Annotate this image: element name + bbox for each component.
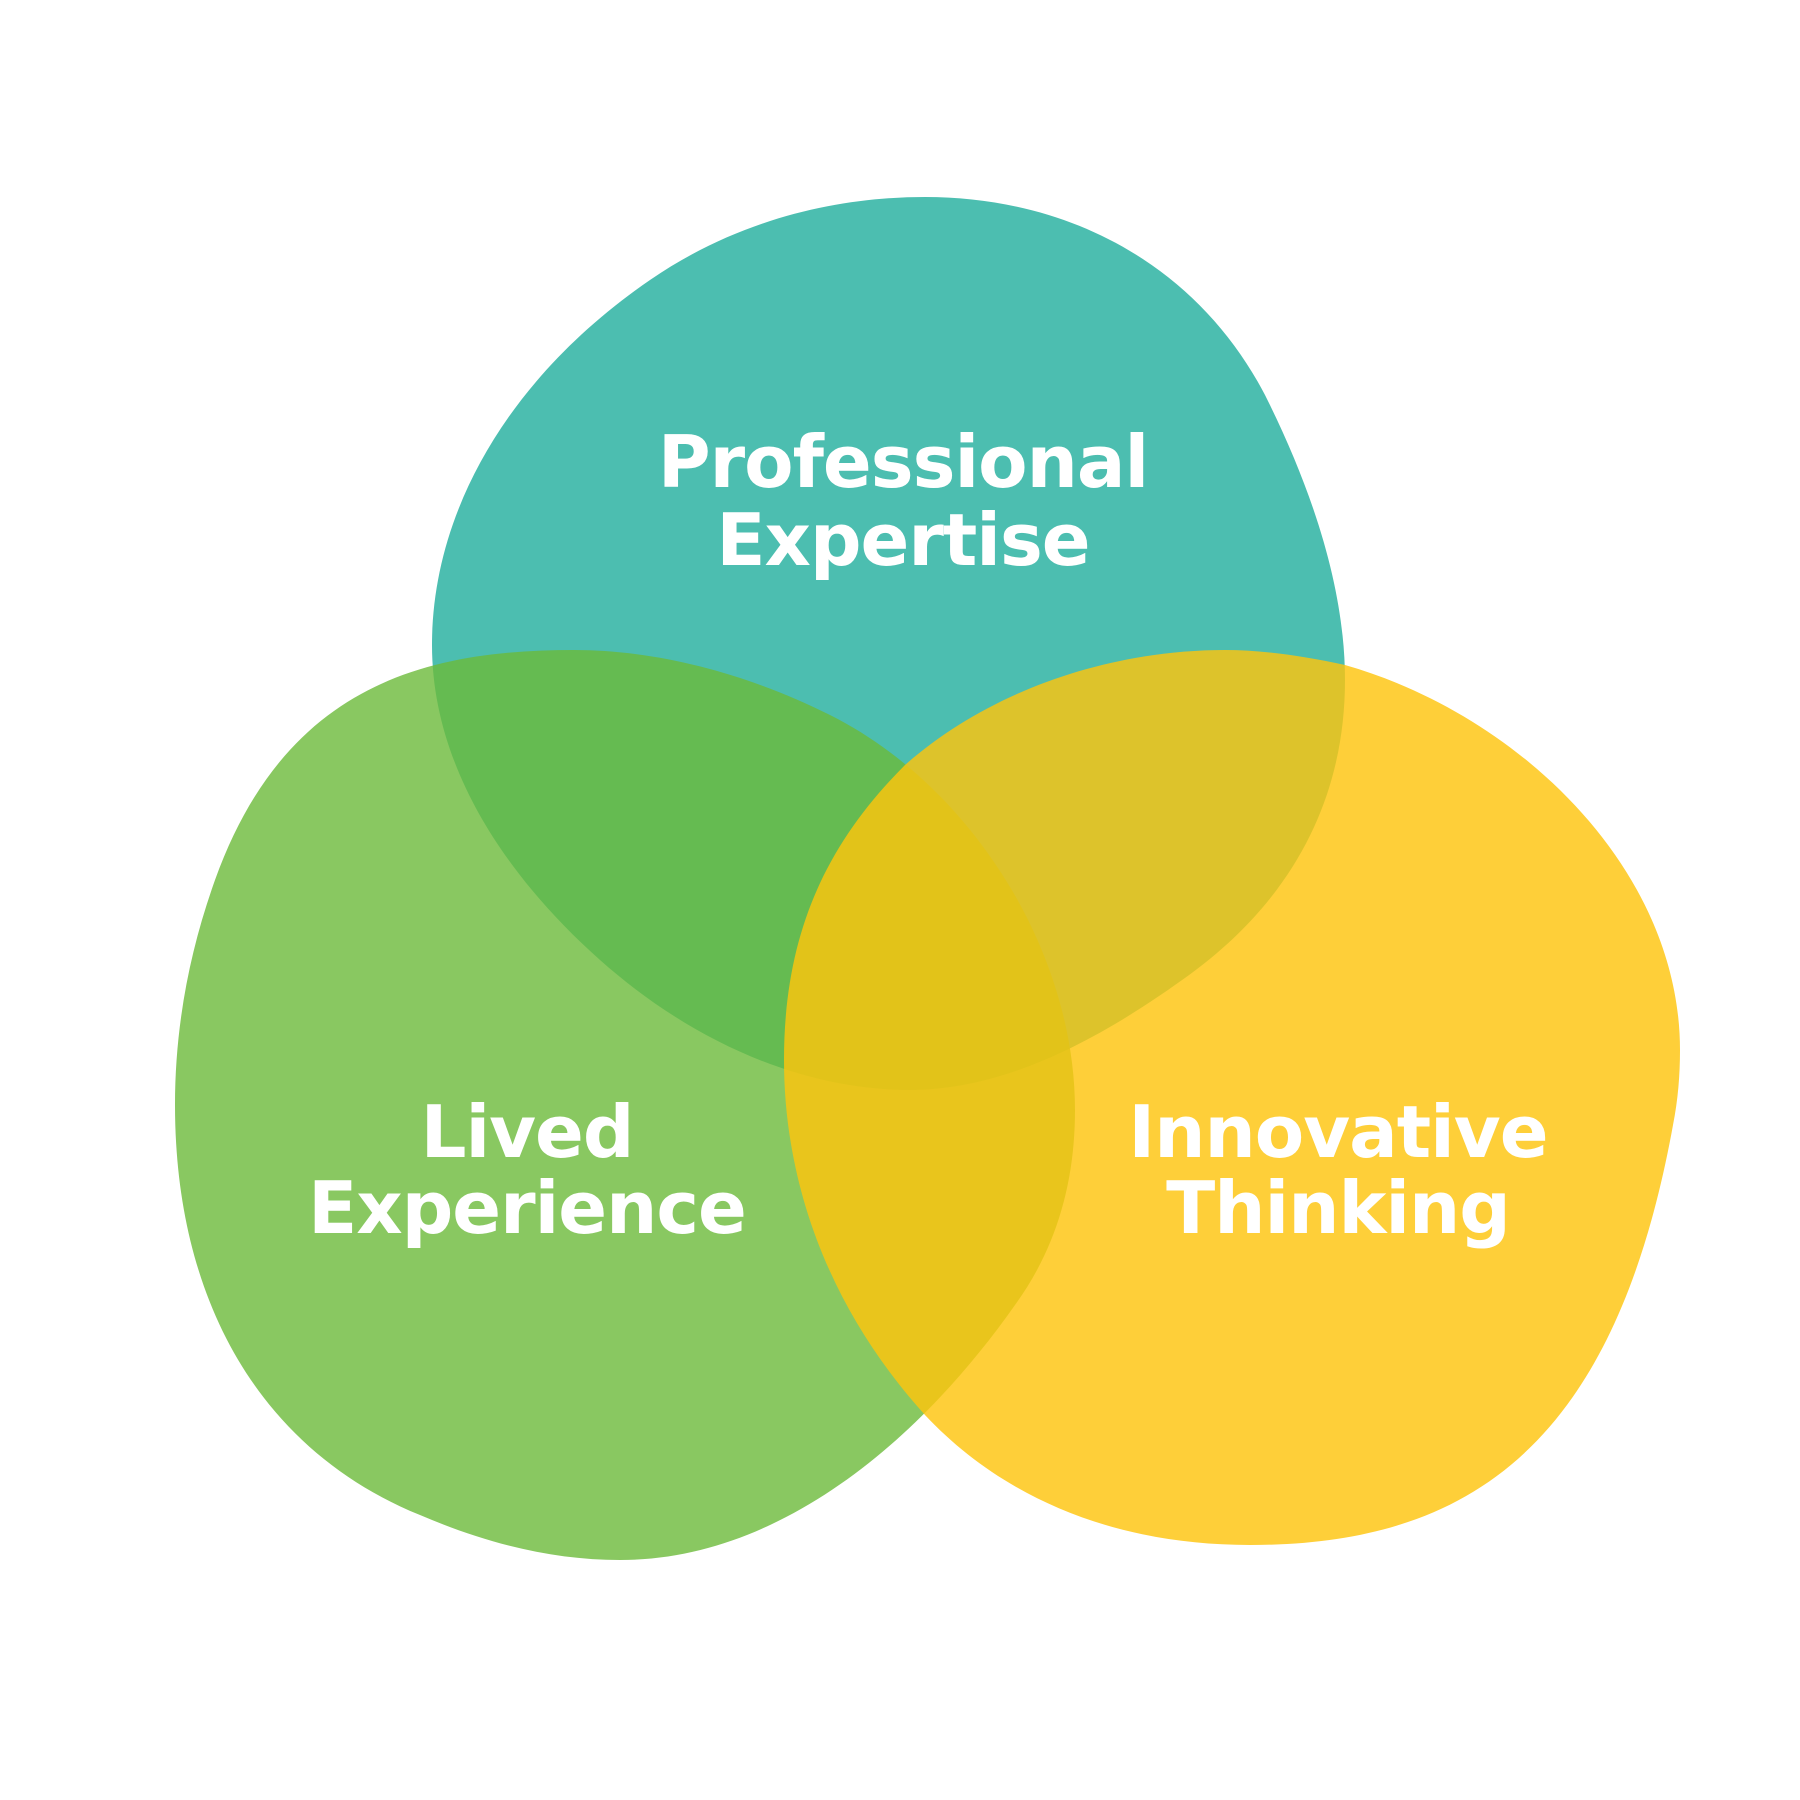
- professional-expertise-label-line-2: Expertise: [716, 498, 1089, 582]
- innovative-thinking-label-line-1: Innovative: [1128, 1090, 1547, 1174]
- innovative-thinking-label: Innovative Thinking: [1128, 1090, 1548, 1250]
- lived-experience-label-line-2: Experience: [308, 1166, 746, 1250]
- lived-experience-label-line-1: Lived: [421, 1090, 634, 1174]
- lived-experience-label: Lived Experience: [308, 1090, 747, 1250]
- innovative-thinking-label-line-2: Thinking: [1166, 1166, 1510, 1250]
- professional-expertise-label: Professional Expertise: [658, 420, 1149, 582]
- professional-expertise-label-line-1: Professional: [658, 420, 1148, 504]
